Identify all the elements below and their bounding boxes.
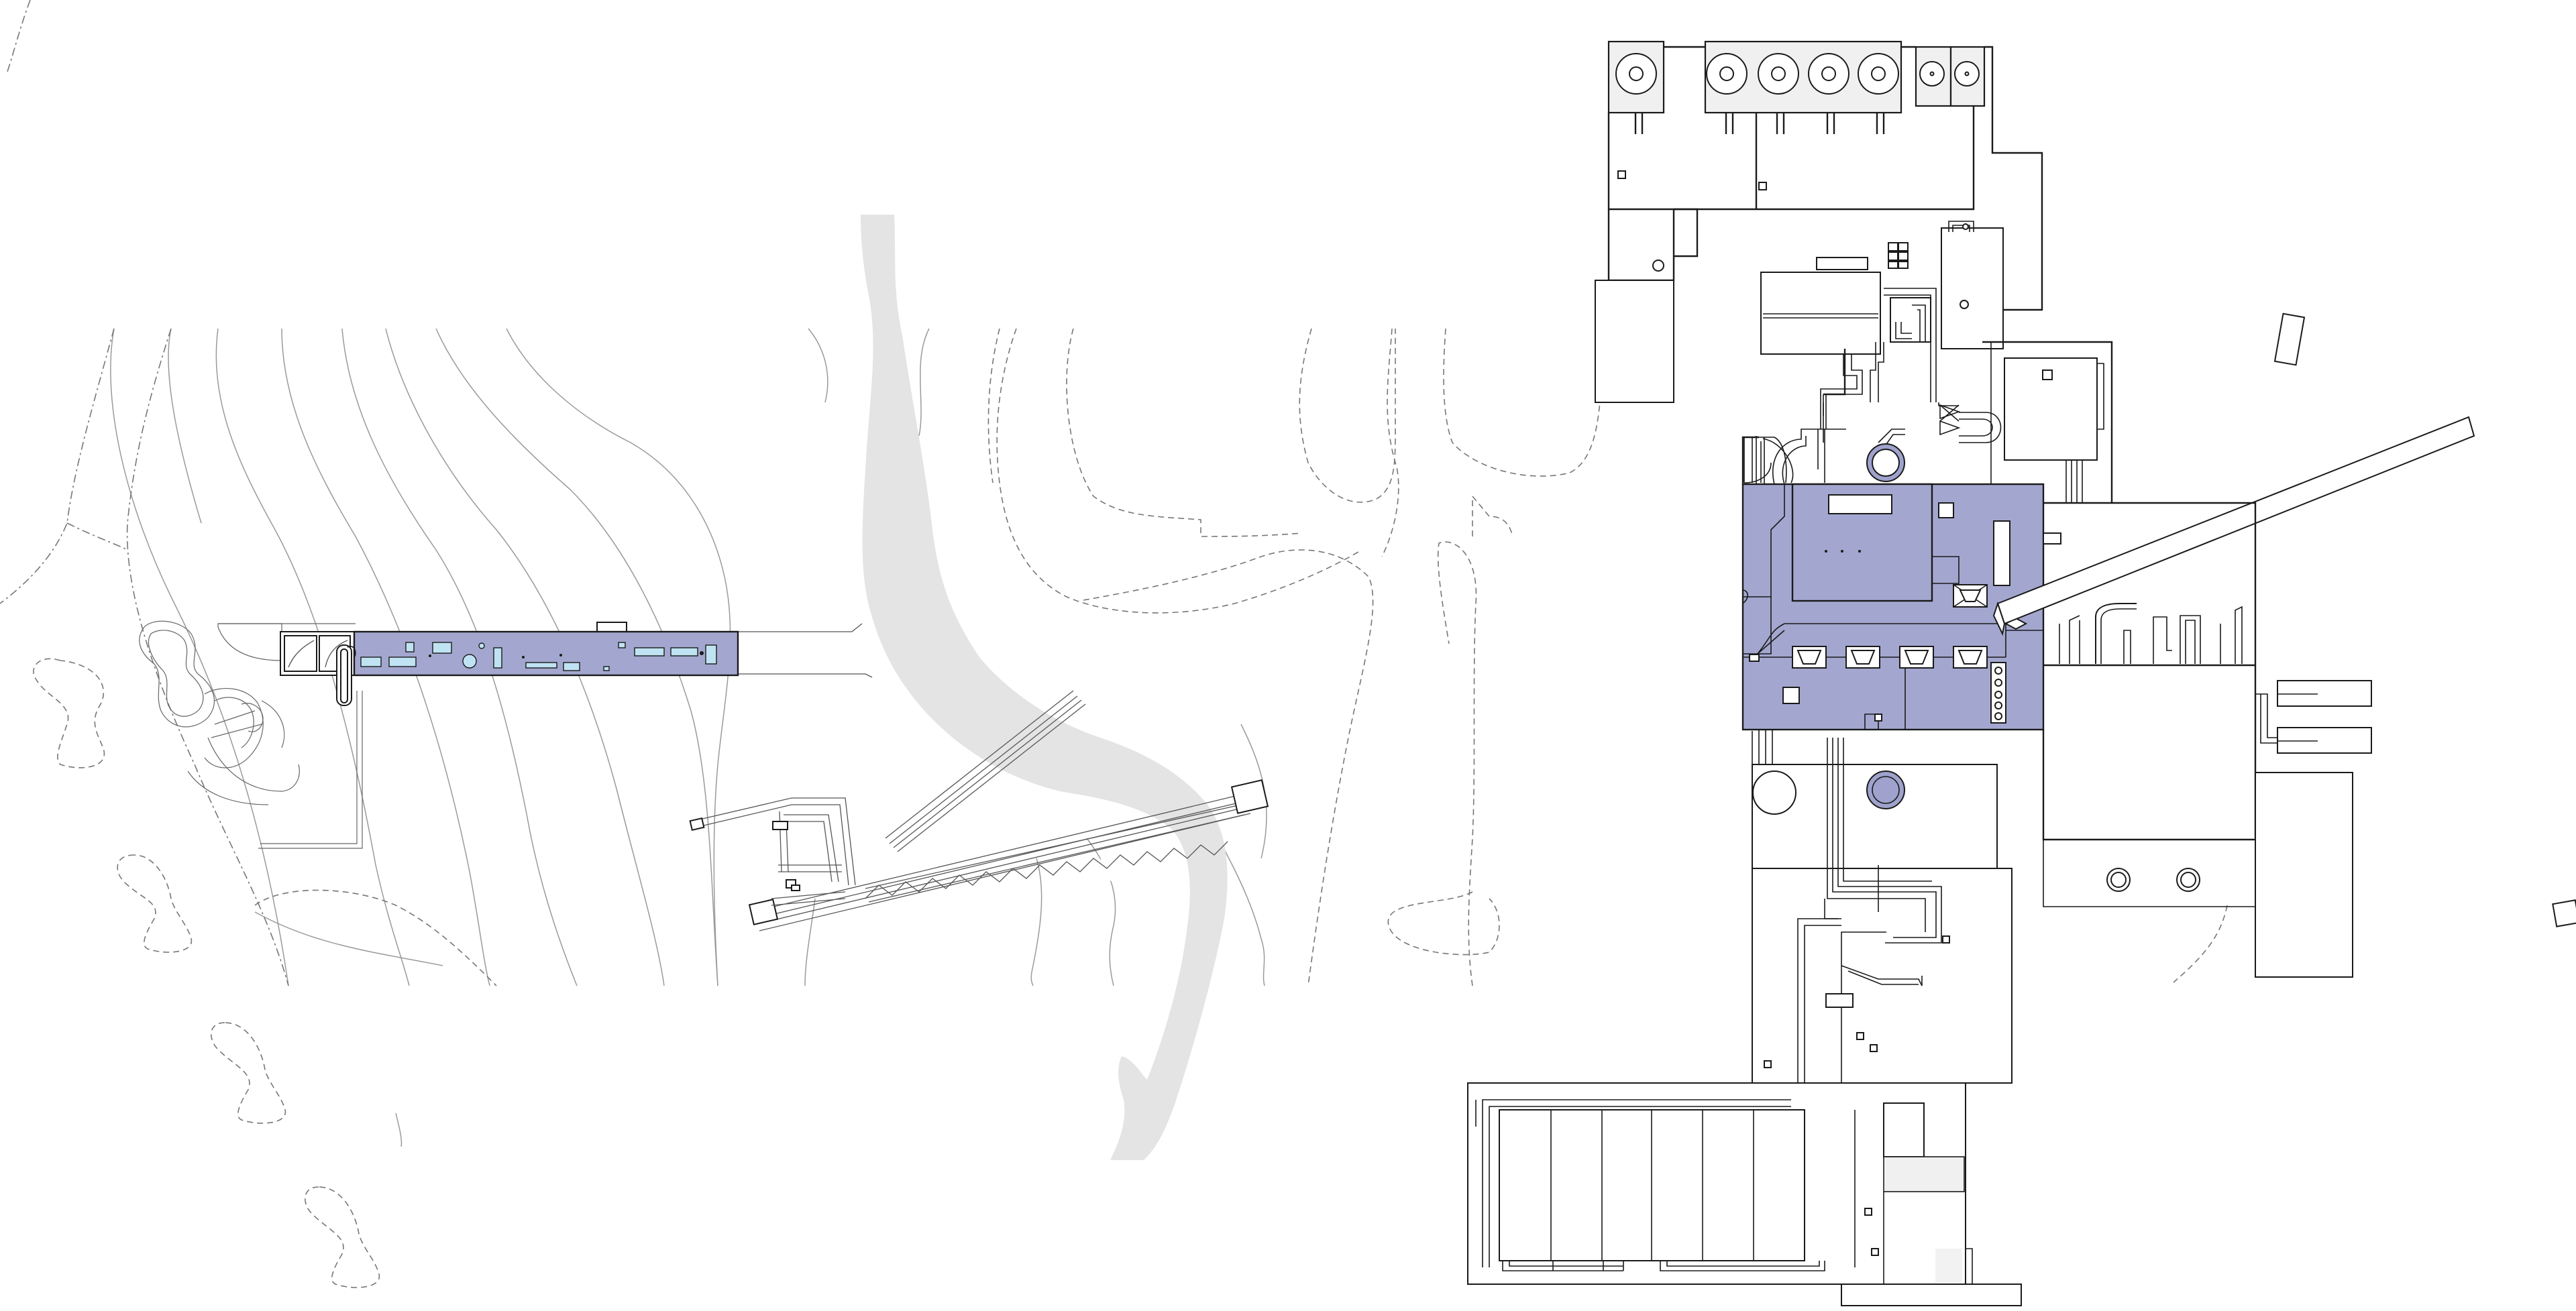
small-outbuildings: [2273, 312, 2576, 927]
south-block: [1752, 730, 2012, 1084]
east-block: [2042, 502, 2372, 978]
dashed-boundaries: [0, 0, 2228, 1288]
truss-bridge: [748, 779, 1269, 931]
connection-lines: [1741, 436, 1765, 484]
south-hall: [1467, 1082, 2022, 1306]
west-building: [280, 622, 739, 706]
north-block: [1595, 40, 2043, 403]
core-building: [1741, 483, 2061, 731]
diagonal-conveyor: [1992, 416, 2475, 636]
ramp-system: [689, 797, 856, 906]
river: [861, 215, 1228, 1160]
diagonal-walkway: [885, 690, 1086, 852]
landscape-features: [139, 620, 873, 849]
middle-north-structures: [1743, 221, 2113, 503]
bridges: [689, 690, 1269, 931]
